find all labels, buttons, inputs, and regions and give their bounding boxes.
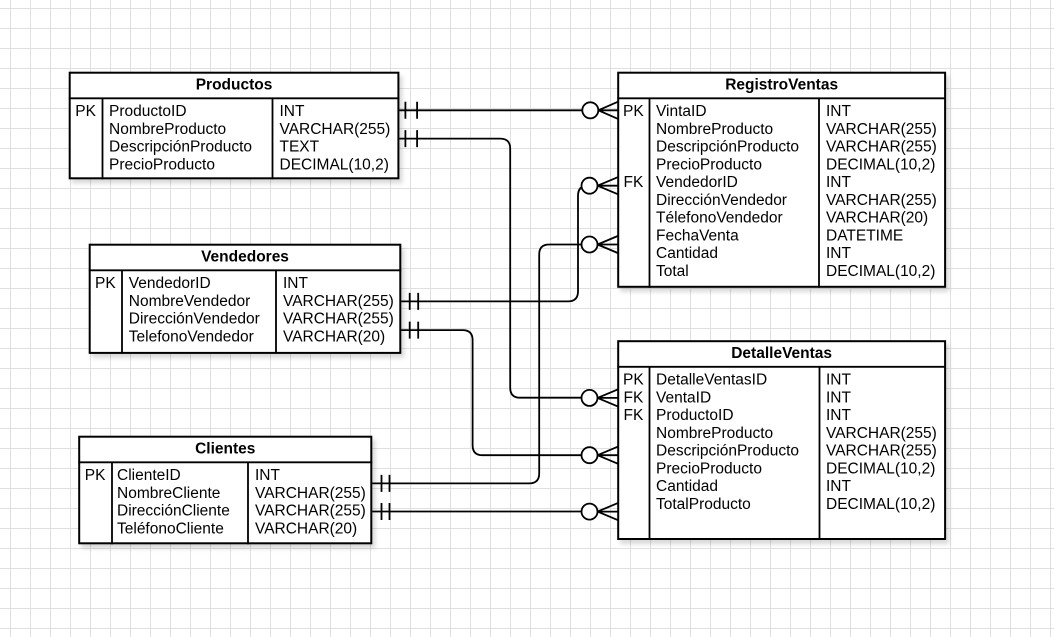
svg-text:VARCHAR(255): VARCHAR(255) [255,485,366,502]
svg-text:DescripciónProducto: DescripciónProducto [656,443,799,460]
svg-text:ProductoID: ProductoID [656,407,734,424]
svg-text:INT: INT [283,275,309,292]
svg-text:Total: Total [656,263,689,280]
svg-text:INT: INT [255,467,281,484]
svg-text:PrecioProducto: PrecioProducto [109,156,215,173]
svg-text:TelefonoVendedor: TelefonoVendedor [129,328,254,345]
svg-text:DescripciónProducto: DescripciónProducto [656,139,799,156]
svg-text:TEXT: TEXT [280,139,320,156]
svg-text:PK: PK [623,103,644,120]
svg-text:ProductoID: ProductoID [109,103,187,120]
svg-text:FK: FK [623,174,643,191]
svg-text:VARCHAR(20): VARCHAR(20) [255,520,357,537]
svg-text:VentaID: VentaID [656,389,711,406]
svg-text:INT: INT [826,478,852,495]
svg-text:VARCHAR(255): VARCHAR(255) [826,139,937,156]
svg-text:Cantidad: Cantidad [656,245,718,262]
svg-text:PrecioProducto: PrecioProducto [656,156,762,173]
svg-text:NombreProducto: NombreProducto [656,425,773,442]
svg-text:VintaID: VintaID [656,103,707,120]
svg-text:VARCHAR(255): VARCHAR(255) [283,293,394,310]
svg-text:DescripciónProducto: DescripciónProducto [109,139,252,156]
svg-text:DECIMAL(10,2): DECIMAL(10,2) [826,460,935,477]
svg-text:PK: PK [95,275,116,292]
svg-text:Cantidad: Cantidad [656,478,718,495]
svg-text:FechaVenta: FechaVenta [656,227,739,244]
svg-text:NombreProducto: NombreProducto [656,121,773,138]
svg-text:VARCHAR(255): VARCHAR(255) [826,425,937,442]
svg-text:RegistroVentas: RegistroVentas [725,77,838,94]
svg-text:NombreProducto: NombreProducto [109,121,226,138]
svg-text:DirecciónCliente: DirecciónCliente [117,503,230,520]
svg-text:DECIMAL(10,2): DECIMAL(10,2) [280,156,389,173]
svg-text:PK: PK [75,103,96,120]
svg-text:INT: INT [280,103,306,120]
svg-text:Vendedores: Vendedores [201,249,289,266]
svg-text:VARCHAR(255): VARCHAR(255) [826,443,937,460]
svg-text:NombreVendedor: NombreVendedor [129,293,251,310]
svg-text:PrecioProducto: PrecioProducto [656,460,762,477]
svg-text:DECIMAL(10,2): DECIMAL(10,2) [826,156,935,173]
svg-text:TeléfonoCliente: TeléfonoCliente [117,520,224,537]
svg-text:PK: PK [85,467,106,484]
svg-text:NombreCliente: NombreCliente [117,485,220,502]
svg-text:ClienteID: ClienteID [117,467,181,484]
svg-text:DirecciónVendedor: DirecciónVendedor [656,192,787,209]
svg-text:VARCHAR(255): VARCHAR(255) [283,311,394,328]
svg-text:DATETIME: DATETIME [826,227,903,244]
svg-text:FK: FK [623,407,643,424]
svg-text:DirecciónVendedor: DirecciónVendedor [129,311,260,328]
svg-text:TotalProducto: TotalProducto [656,496,751,513]
svg-text:INT: INT [826,372,852,389]
svg-text:VARCHAR(255): VARCHAR(255) [280,121,391,138]
svg-text:VendedorID: VendedorID [656,174,738,191]
svg-text:DECIMAL(10,2): DECIMAL(10,2) [826,263,935,280]
svg-text:TélefonoVendedor: TélefonoVendedor [656,210,783,227]
svg-text:PK: PK [623,372,644,389]
svg-text:VARCHAR(20): VARCHAR(20) [826,210,928,227]
svg-text:VendedorID: VendedorID [129,275,211,292]
svg-text:INT: INT [826,389,852,406]
svg-text:VARCHAR(255): VARCHAR(255) [826,192,937,209]
svg-text:VARCHAR(255): VARCHAR(255) [826,121,937,138]
svg-text:DetalleVentas: DetalleVentas [731,345,832,362]
svg-text:DetalleVentasID: DetalleVentasID [656,372,767,389]
svg-text:Productos: Productos [196,77,273,94]
svg-text:INT: INT [826,103,852,120]
svg-text:INT: INT [826,174,852,191]
svg-text:INT: INT [826,245,852,262]
svg-text:VARCHAR(255): VARCHAR(255) [255,503,366,520]
svg-text:INT: INT [826,407,852,424]
svg-text:Clientes: Clientes [195,441,255,458]
svg-text:FK: FK [623,389,643,406]
svg-text:DECIMAL(10,2): DECIMAL(10,2) [826,496,935,513]
svg-text:VARCHAR(20): VARCHAR(20) [283,328,385,345]
